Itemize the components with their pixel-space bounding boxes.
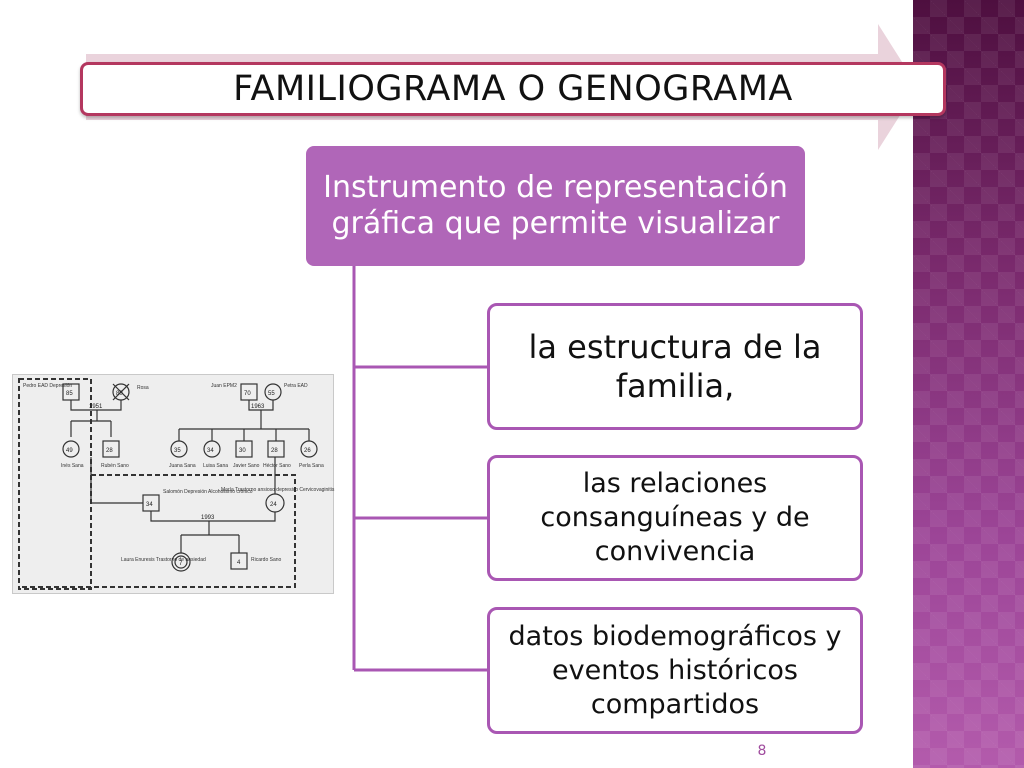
- item-text-structure: la estructura de la familia,: [528, 327, 822, 405]
- person-ruben-square: [102, 440, 120, 458]
- person-perla-circle: [300, 440, 318, 458]
- age-label: 49: [66, 448, 73, 454]
- title-banner: FAMILIOGRAMA O GENOGRAMA: [80, 62, 946, 116]
- person-name-label: Luisa Sana: [203, 463, 228, 469]
- household-outline-2: [19, 474, 296, 588]
- decorative-side-band: [913, 0, 1024, 768]
- genogram-image: 85 80 70 55 49 28 35 34 30 28 26 34 24 7…: [12, 374, 335, 594]
- person-laura-inner-circle: [174, 555, 188, 569]
- age-label: 28: [271, 448, 278, 454]
- person-ricardo-square: [230, 552, 248, 570]
- age-label: 28: [106, 448, 113, 454]
- age-label: 4: [237, 560, 241, 566]
- person-laura-circle: [171, 552, 191, 572]
- item-text-relations: las relaciones consanguíneas y de conviv…: [540, 468, 810, 567]
- item-text-biodemographic: datos biodemográficos y eventos históric…: [508, 620, 842, 720]
- person-name-label: Pedro EAD Depresión: [23, 383, 72, 389]
- person-name-label: Juana Sana: [169, 463, 196, 469]
- person-name-label: Rubén Sano: [101, 463, 129, 469]
- year-label: 1963: [251, 404, 265, 410]
- person-name-label: Salomón Depresión Alcoholismo crónico: [163, 489, 253, 495]
- marriage-line-3: [150, 511, 276, 522]
- deceased-cross-line: [112, 383, 130, 401]
- item-box-structure: la estructura de la familia,: [487, 303, 863, 430]
- definition-box: Instrumento de representación gráfica qu…: [306, 146, 805, 266]
- age-label: 34: [146, 502, 153, 508]
- age-label: 85: [66, 391, 73, 397]
- person-name-label: Perla Sana: [299, 463, 324, 469]
- marriage-line-1: [70, 400, 122, 411]
- age-label: 30: [239, 448, 246, 454]
- person-hector-square: [267, 440, 285, 458]
- item-box-biodemographic: datos biodemográficos y eventos históric…: [487, 607, 863, 734]
- age-label: 34: [207, 448, 214, 454]
- person-name-label: Petra EAD: [284, 383, 308, 389]
- age-label: 7: [179, 561, 183, 567]
- age-label: 70: [244, 391, 251, 397]
- person-luisa-circle: [203, 440, 221, 458]
- person-name-label: Rosa: [137, 385, 149, 391]
- person-juana-circle: [170, 440, 188, 458]
- age-label: 55: [268, 391, 275, 397]
- person-name-label: Ricardo Sano: [251, 557, 282, 563]
- person-name-label: Inés Sana: [61, 463, 84, 469]
- definition-text: Instrumento de representación gráfica qu…: [323, 170, 788, 241]
- person-name-label: Javier Sano: [233, 463, 260, 469]
- person-name-label: Juan EPM2: [211, 383, 237, 389]
- slide-title: FAMILIOGRAMA O GENOGRAMA: [233, 69, 793, 109]
- person-name-label: María Trastorno ansioso depresivo Cervic…: [221, 487, 335, 493]
- item-box-relations: las relaciones consanguíneas y de conviv…: [487, 455, 863, 581]
- person-name-label: Héctor Sano: [263, 463, 291, 469]
- person-name-label: Laura Enuresis Trastorno de ansiedad: [121, 557, 206, 563]
- age-label: 35: [174, 448, 181, 454]
- age-label: 26: [304, 448, 311, 454]
- person-javier-square: [235, 440, 253, 458]
- age-label: 80: [116, 391, 123, 397]
- year-label: 1993: [201, 515, 215, 521]
- age-label: 24: [270, 502, 277, 508]
- year-label: 1951: [89, 404, 103, 410]
- person-ines-circle: [62, 440, 80, 458]
- page-number: 8: [757, 743, 767, 759]
